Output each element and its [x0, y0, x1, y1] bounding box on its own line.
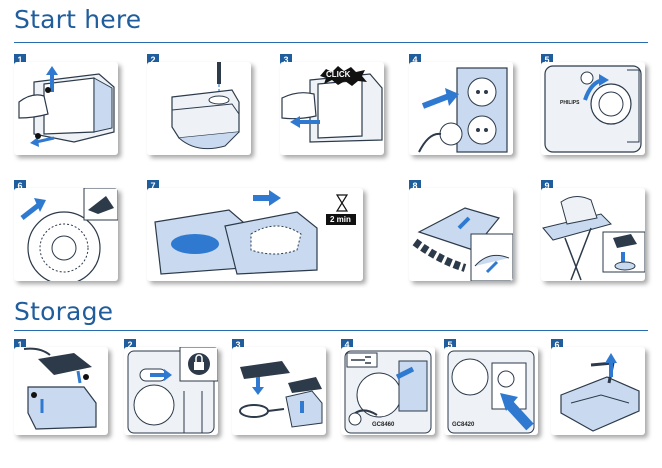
timer-label: 2 min — [330, 215, 351, 224]
section-title-storage: Storage — [14, 297, 114, 326]
step-2-illustration — [147, 62, 251, 155]
model-label-b: GC8420 — [452, 422, 475, 428]
model-label-a: GC8460 — [372, 422, 395, 428]
storage-3-illustration — [232, 347, 326, 435]
storage-4-illustration — [341, 347, 435, 435]
step-4-illustration — [409, 62, 513, 155]
storage-2-illustration — [124, 347, 218, 435]
section-divider-storage — [14, 330, 648, 331]
section-title-start: Start here — [14, 5, 142, 34]
storage-6-illustration — [551, 347, 645, 435]
timer-badge — [326, 214, 356, 225]
step-5-illustration — [541, 62, 645, 155]
brand-label: PHILIPS — [560, 100, 580, 106]
storage-1-illustration — [14, 347, 108, 435]
step-7-illustration — [147, 188, 363, 281]
hourglass-icon — [335, 194, 349, 212]
step-9-illustration — [541, 188, 645, 281]
step-1-illustration — [14, 62, 118, 155]
storage-5-illustration — [444, 347, 538, 435]
click-burst-icon — [318, 66, 368, 86]
step-8-illustration — [409, 188, 513, 281]
click-label: CLICK — [326, 70, 351, 79]
step-6-illustration — [14, 188, 118, 281]
section-divider-start — [14, 42, 648, 43]
